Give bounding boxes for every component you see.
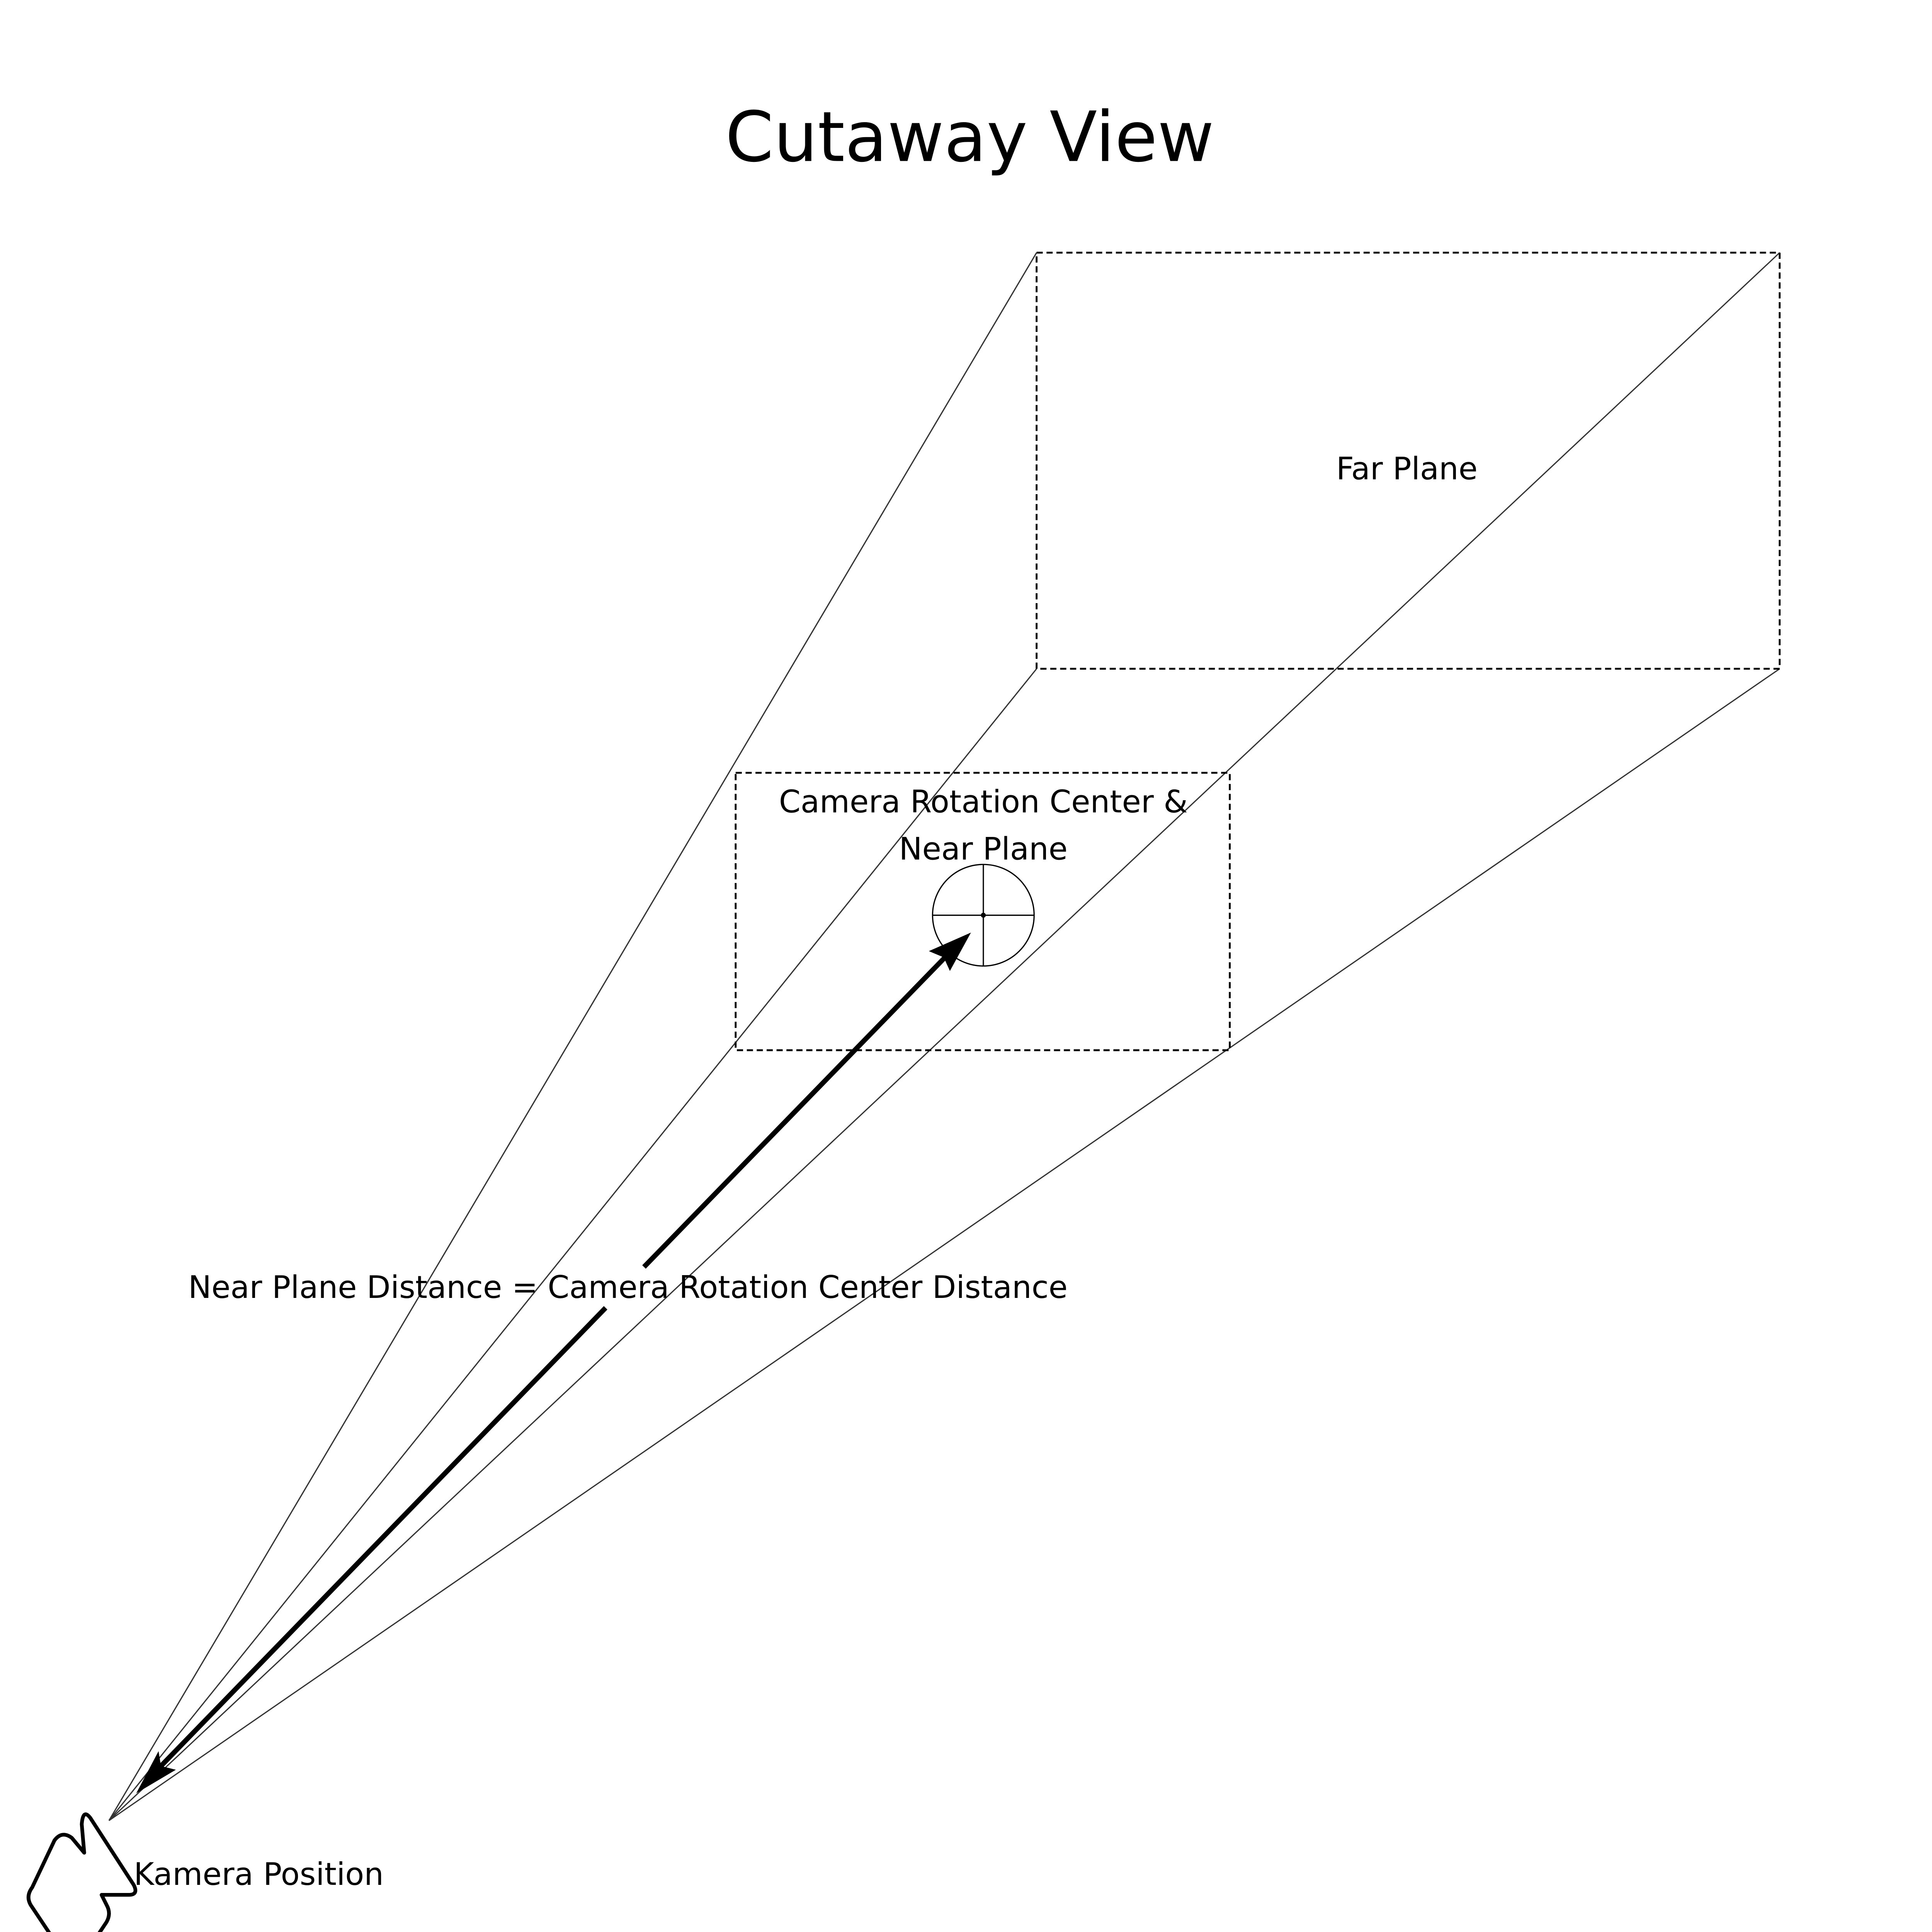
frustum-edges (108, 252, 1780, 1821)
camera-icon (26, 1812, 138, 1932)
frustum-edge-top-left (108, 252, 1037, 1821)
frustum-edge-top-right (108, 252, 1780, 1821)
frustum-edge-bottom-right (109, 668, 1780, 1821)
far-plane-label: Far Plane (1336, 451, 1478, 486)
near-plane-label-line2: Near Plane (899, 831, 1068, 867)
distance-label: Near Plane Distance = Camera Rotation Ce… (188, 1269, 1068, 1305)
camera-position-label: Kamera Position (134, 1856, 384, 1892)
diagram-title: Cutaway View (725, 97, 1214, 178)
near-plane-label-line1: Camera Rotation Center & (779, 784, 1188, 820)
distance-arrow (136, 932, 971, 1794)
frustum-edge-bottom-left (108, 668, 1037, 1821)
far-plane-rect (1036, 252, 1781, 670)
